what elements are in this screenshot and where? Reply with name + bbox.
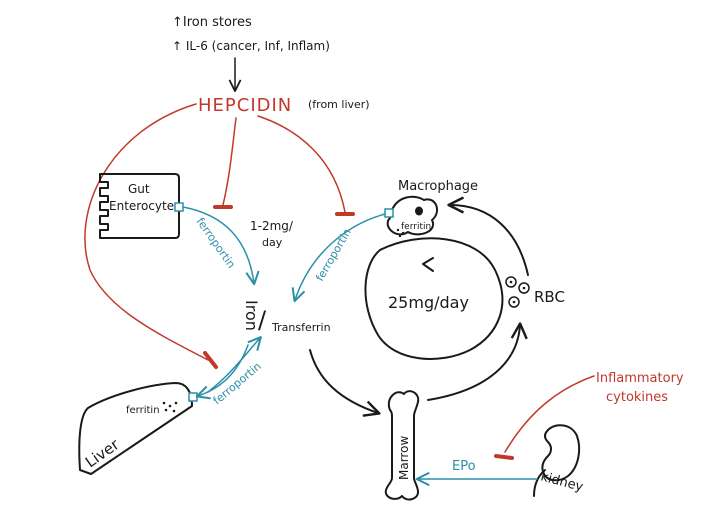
rbc-cycle-direction-arrow (422, 257, 434, 272)
kidney-label: kidney (539, 469, 585, 495)
hepcidin-inhibit-gut (222, 117, 237, 206)
rbc-to-macrophage-arrow (447, 196, 529, 276)
hepcidin-source: (from liver) (308, 98, 370, 111)
liver-iron-granule (172, 409, 176, 413)
liver-iron-granule (162, 401, 166, 405)
cytokines-inhibit-epo-bar (494, 454, 514, 460)
cytokines-inhibit-epo (504, 375, 595, 453)
macrophage-iron-granule (401, 231, 405, 235)
liver-iron-granule (168, 404, 172, 408)
macrophage-iron-granule (398, 234, 402, 238)
marrow-bone (384, 390, 420, 501)
macrophage-ferroportin-channel (384, 208, 394, 218)
epo-label: EPo (452, 459, 476, 474)
kidney-shape (541, 424, 581, 482)
macrophage-iron-granule (396, 228, 400, 232)
gut-enterocyte-label: Enterocyte (109, 199, 174, 213)
iron-slash: / (258, 306, 267, 334)
cytokines-line2: cytokines (606, 390, 668, 405)
hepcidin-title: HEPCIDIN (198, 95, 292, 116)
macrophage-title: Macrophage (398, 179, 478, 194)
iron-label: Iron (242, 300, 261, 331)
gut-absorption-rate: 1-2mg/ (250, 219, 294, 233)
liver-ferroportin-arrow (207, 336, 262, 393)
macrophage-ferroportin-arrow (291, 213, 386, 303)
cycle-rate: 25mg/day (388, 293, 469, 312)
rbc-cell (518, 282, 530, 294)
liver-ferritin-label: ferritin (126, 405, 160, 416)
gut-ferroportin-label: ferroportin (194, 215, 238, 270)
macrophage-cell (386, 195, 439, 236)
rbc-label: RBC (534, 288, 565, 306)
gut-absorption-rate-unit: day (262, 236, 283, 249)
gut-label: Gut (128, 182, 150, 196)
gut-ferroportin-arrow (182, 206, 260, 286)
hepcidin-inhibit-liver (84, 103, 209, 361)
rbc-cell-center (509, 280, 513, 284)
drivers-il6: ↑ IL-6 (cancer, Inf, Inflam) (172, 39, 330, 53)
marrow-label: Marrow (397, 436, 411, 480)
rbc-cycle-circle (364, 237, 504, 360)
marrow-to-rbc-arrow (427, 322, 528, 401)
liver-ferroportin-channel (188, 392, 198, 402)
hepcidin-inhibit-macrophage (257, 115, 346, 213)
cytokines-line1: Inflammatory (596, 371, 684, 386)
transferrin-label: Transferrin (271, 321, 331, 334)
liver-shape (78, 382, 193, 475)
gut-ferroportin-channel (174, 202, 184, 212)
iron-to-liver-arrow (195, 344, 249, 400)
drivers-iron-stores: ↑Iron stores (172, 15, 252, 30)
macrophage-ferritin-label: ferritin (401, 222, 431, 232)
rbc-cell-center (512, 300, 516, 304)
rbc-cell (505, 276, 517, 288)
rbc-cell (508, 296, 520, 308)
liver-iron-granule (174, 401, 178, 405)
iron-to-marrow-arrow (309, 349, 381, 417)
macrophage-nucleus (415, 206, 423, 216)
rbc-cell-center (522, 286, 526, 290)
hepcidin-inhibit-liver-bar (203, 351, 218, 369)
liver-iron-granule (164, 408, 168, 412)
kidney-ureter (533, 469, 546, 497)
